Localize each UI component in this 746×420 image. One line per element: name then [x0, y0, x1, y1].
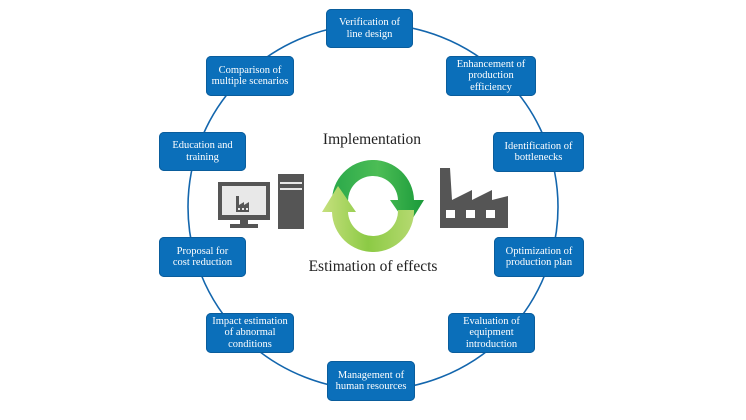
implementation-label: Implementation [322, 131, 422, 148]
factory-icon [440, 168, 508, 228]
estimation-of-effects-label: Estimation of effects [308, 258, 438, 275]
node-impact-estimation-of-abnormal-conditions: Impact estimation of abnormal conditions [206, 313, 294, 353]
node-optimization-of-production-plan: Optimization of production plan [494, 237, 584, 277]
node-evaluation-of-equipment-introduction: Evaluation of equipment introduction [448, 313, 535, 353]
node-identification-of-bottlenecks: Identification of bottlenecks [493, 132, 584, 172]
node-education-and-training: Education and training [159, 132, 246, 171]
node-comparison-of-multiple-scenarios: Comparison of multiple scenarios [206, 56, 294, 96]
node-management-of-human-resources: Management of human resources [327, 361, 415, 401]
node-enhancement-of-production-efficiency: Enhancement of production efficiency [446, 56, 536, 96]
node-proposal-for-cost-reduction: Proposal for cost reduction [159, 237, 246, 277]
node-verification-of-line-design: Verification of line design [326, 9, 413, 48]
cycle-arrows-icon [322, 160, 424, 252]
computer-icon [218, 174, 304, 229]
